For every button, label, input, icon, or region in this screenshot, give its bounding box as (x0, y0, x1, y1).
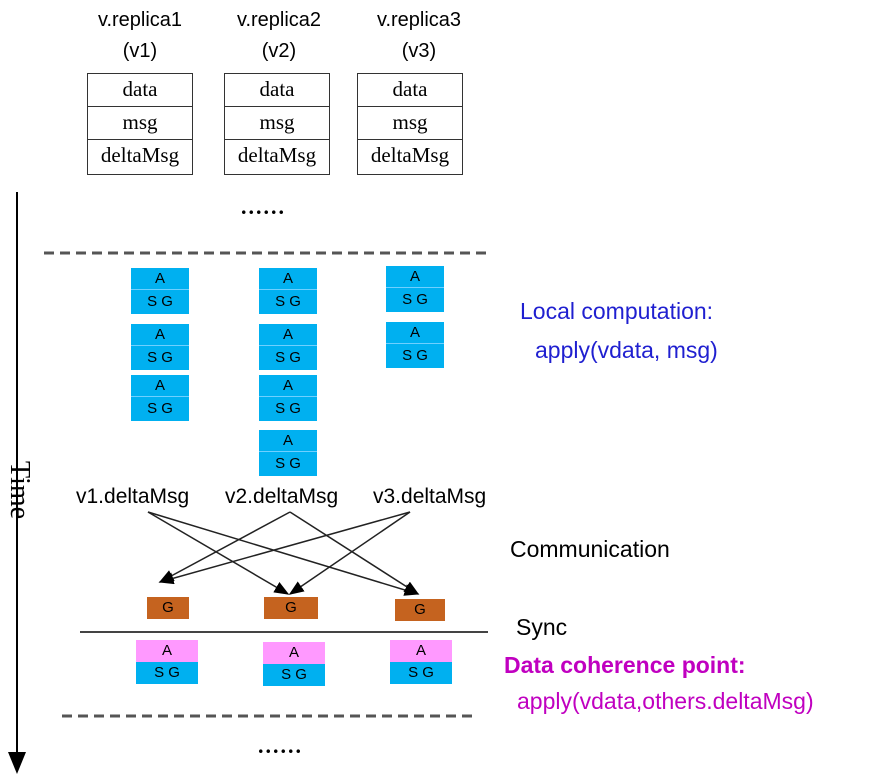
ellipsis-top: ...... (241, 194, 286, 219)
table-row-deltamsg: deltaMsg (100, 143, 180, 167)
v3-deltamsg-label: v3.deltaMsg (373, 485, 487, 508)
table-row-deltamsg: deltaMsg (237, 143, 317, 167)
g-block-v3: G (395, 599, 445, 621)
arrow-v2-to-v1 (158, 511, 291, 583)
replica3-name: v.replica3 (376, 9, 462, 31)
replica3-title: v.replica3 (v3) (364, 5, 474, 67)
replica1-table: data msg deltaMsg (87, 73, 193, 175)
replica2-title: v.replica2 (v2) (224, 5, 334, 67)
g-block-v2: G (264, 597, 318, 619)
replica2-alias: (v2) (261, 40, 297, 62)
arrow-v1-to-v3 (147, 511, 420, 596)
g-block-v1: G (147, 597, 189, 619)
table-row-msg: msg (88, 107, 192, 140)
replica2-table: data msg deltaMsg (224, 73, 330, 175)
coherence-code: apply(vdata,others.deltaMsg) (517, 688, 814, 714)
sync-label: Sync (516, 614, 568, 640)
replica1-name: v.replica1 (97, 9, 183, 31)
replica2-name: v.replica2 (236, 9, 322, 31)
arrow-v2-to-v3 (289, 511, 420, 595)
table-row-msg: msg (225, 107, 329, 140)
replica3-alias: (v3) (401, 40, 437, 62)
time-axis-arrowhead (8, 752, 26, 774)
v2-deltamsg-label: v2.deltaMsg (225, 485, 339, 508)
communication-label: Communication (510, 536, 670, 562)
local-computation-code: apply(vdata, msg) (535, 337, 718, 363)
replica1-title: v.replica1 (v1) (85, 5, 195, 67)
table-row-data: data (225, 74, 329, 107)
v1-deltamsg-label: v1.deltaMsg (76, 485, 190, 508)
replica3-table: data msg deltaMsg (357, 73, 463, 175)
arrow-v3-to-v1 (158, 511, 411, 585)
table-row-data: data (358, 74, 462, 107)
local-computation-title: Local computation: (520, 298, 714, 324)
replica1-alias: (v1) (122, 40, 158, 62)
arrow-v1-to-v2 (147, 511, 290, 595)
table-row-deltamsg: deltaMsg (370, 143, 450, 167)
table-row-msg: msg (358, 107, 462, 140)
table-row-data: data (88, 74, 192, 107)
arrow-v3-to-v2 (288, 511, 411, 595)
ellipsis-bottom: ...... (258, 733, 303, 758)
coherence-title: Data coherence point: (504, 652, 746, 678)
time-label: Time (4, 460, 36, 520)
